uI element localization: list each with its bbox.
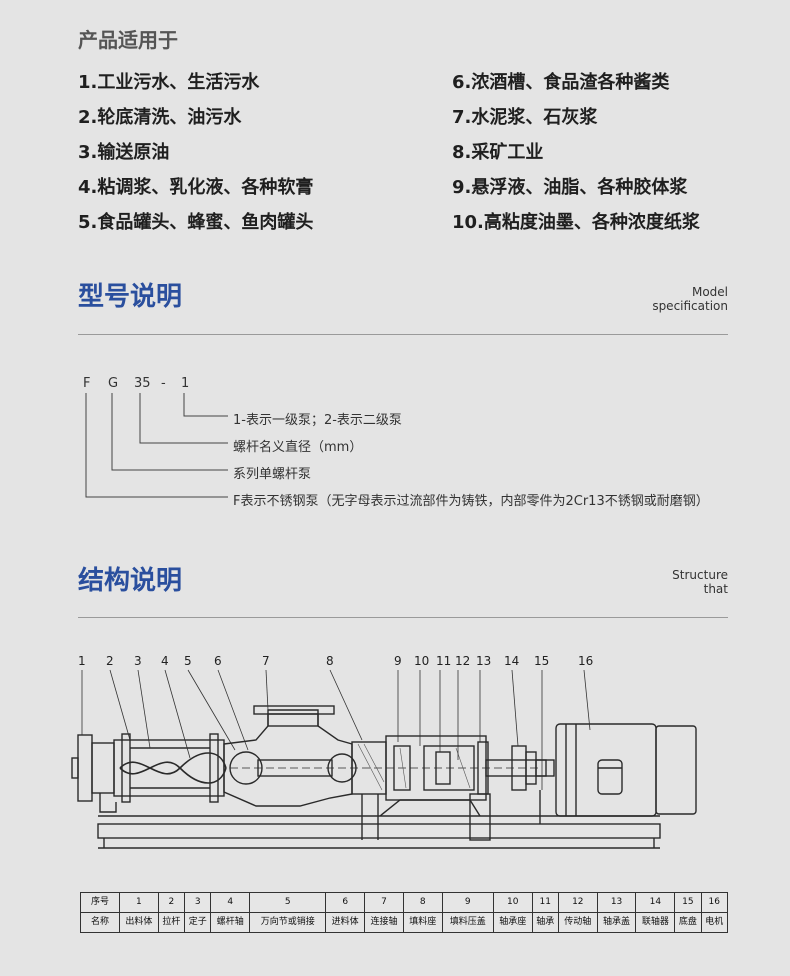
table-cell: 5: [249, 892, 327, 913]
table-cell: 8: [402, 892, 443, 913]
table-cell: 底盘: [674, 912, 702, 933]
table-cell: 填料压盖: [441, 912, 494, 933]
part-callout: 15: [534, 654, 549, 668]
table-cell: 2: [157, 892, 186, 913]
part-callout: 13: [476, 654, 491, 668]
base-frame: [97, 823, 661, 839]
model-code-letter: F: [83, 376, 91, 391]
application-item: 9.悬浮液、油脂、各种胶体浆: [452, 177, 688, 198]
table-cell: 联轴器: [635, 912, 676, 933]
table-cell: 传动轴: [557, 912, 598, 933]
model-code-letter: -: [161, 376, 166, 391]
table-cell: 电机: [700, 912, 729, 933]
table-cell: 定子: [184, 912, 212, 933]
table-cell: 4: [210, 892, 251, 913]
table-cell: 3: [184, 892, 212, 913]
application-item: 5.食品罐头、蜂蜜、鱼肉罐头: [78, 212, 314, 233]
table-cell: 填料座: [402, 912, 443, 933]
model-section-title: 型号说明: [78, 282, 183, 312]
table-cell: 万向节或销接: [249, 912, 327, 933]
part-callout: 8: [326, 654, 334, 668]
part-callout: 6: [214, 654, 222, 668]
part-callout: 1: [78, 654, 86, 668]
model-code-letter: 35: [134, 376, 151, 391]
table-cell: 轴承: [531, 912, 559, 933]
part-callout: 10: [414, 654, 429, 668]
table-cell: 9: [441, 892, 494, 913]
application-item: 2.轮底清洗、油污水: [78, 107, 242, 128]
table-cell: 6: [325, 892, 366, 913]
model-code-desc: F表示不锈钢泵（无字母表示过流部件为铸铁，内部零件为2Cr13不锈钢或耐磨钢）: [233, 494, 709, 509]
application-item: 1.工业污水、生活污水: [78, 72, 260, 93]
table-cell: 出料体: [119, 912, 159, 933]
part-callout: 9: [394, 654, 402, 668]
part-callout: 11: [436, 654, 451, 668]
pump-structure-drawing: 1 2 3 4 5 6 7 8 9 10 11 12 13 14 15 16: [71, 654, 697, 849]
structure-section-en-title: Structure that: [672, 568, 728, 596]
application-item: 6.浓酒槽、食品渣各种酱类: [452, 72, 670, 93]
table-cell: 拉杆: [157, 912, 186, 933]
model-code-desc: 1-表示一级泵；2-表示二级泵: [233, 413, 402, 428]
table-cell: 进料体: [325, 912, 366, 933]
en-title-line: specification: [652, 299, 728, 313]
model-section-en-title: Model specification: [652, 285, 728, 313]
part-callout: 5: [184, 654, 192, 668]
table-cell: 1: [119, 892, 159, 913]
table-cell: 12: [557, 892, 598, 913]
model-code-letter: G: [108, 376, 119, 391]
part-callout: 12: [455, 654, 470, 668]
part-callouts: 1 2 3 4 5 6 7 8 9 10 11 12 13 14 15 16: [78, 654, 593, 668]
section-divider: [78, 334, 728, 335]
table-cell: 16: [700, 892, 729, 913]
section-divider: [78, 617, 728, 618]
table-cell: 连接轴: [364, 912, 404, 933]
application-item: 4.粘调浆、乳化液、各种软膏: [78, 177, 314, 198]
table-cell: 10: [492, 892, 533, 913]
part-callout: 4: [161, 654, 169, 668]
part-callout: 7: [262, 654, 270, 668]
applications-heading: 产品适用于: [78, 28, 178, 52]
model-code-desc: 系列单螺杆泵: [233, 467, 312, 482]
table-header-cell: 序号: [80, 892, 120, 913]
table-cell: 轴承盖: [596, 912, 637, 933]
table-cell: 13: [596, 892, 637, 913]
model-code-letter: 1: [181, 376, 190, 391]
part-callout: 14: [504, 654, 519, 668]
model-code-desc: 螺杆名义直径（mm）: [233, 440, 363, 455]
part-callout: 2: [106, 654, 114, 668]
en-title-line: Model: [691, 285, 728, 299]
table-cell: 11: [531, 892, 559, 913]
part-callout: 16: [578, 654, 593, 668]
application-item: 10.高粘度油墨、各种浓度纸浆: [452, 212, 700, 233]
table-cell: 螺杆轴: [210, 912, 251, 933]
application-item: 8.采矿工业: [452, 142, 544, 163]
en-title-line: that: [703, 582, 728, 596]
table-header-cell: 名称: [80, 912, 120, 933]
table-row: 名称 出料体 拉杆 定子 螺杆轴 万向节或销接 进料体 连接轴 填料座 填料压盖…: [80, 912, 729, 933]
part-callout: 3: [134, 654, 142, 668]
en-title-line: Structure: [672, 568, 728, 582]
application-item: 3.输送原油: [78, 142, 170, 163]
structure-section-title: 结构说明: [78, 566, 183, 596]
table-cell: 轴承座: [492, 912, 533, 933]
parts-table: 序号 1 2 3 4 5 6 7 8 9 10 11 12 13 14 15 1…: [80, 892, 729, 933]
application-item: 7.水泥浆、石灰浆: [452, 107, 598, 128]
table-row: 序号 1 2 3 4 5 6 7 8 9 10 11 12 13 14 15 1…: [80, 892, 729, 913]
table-cell: 15: [674, 892, 702, 913]
table-cell: 7: [364, 892, 404, 913]
motor-body: [555, 723, 657, 817]
table-cell: 14: [635, 892, 676, 913]
